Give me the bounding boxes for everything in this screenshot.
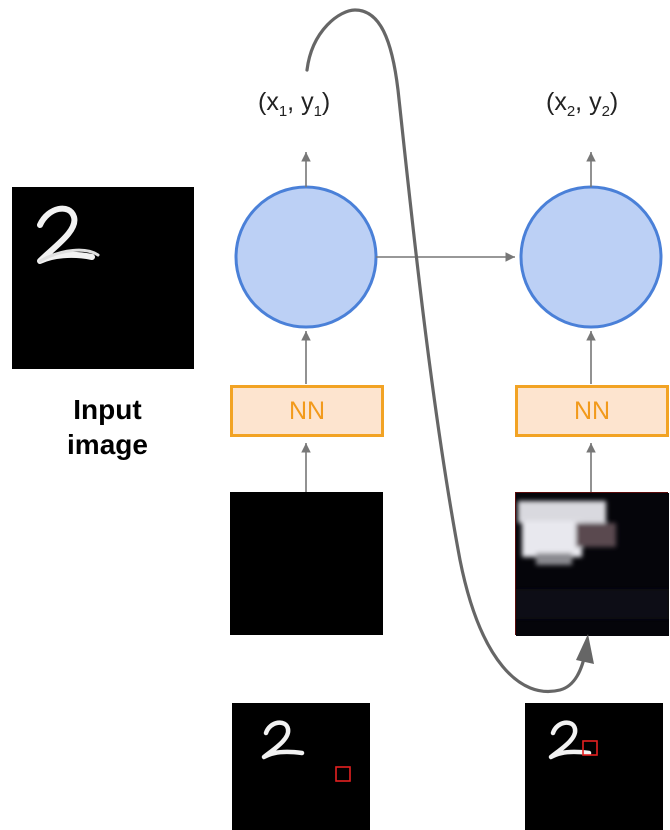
glimpse-fragment-graphic: [516, 493, 669, 636]
glimpse-location-box-1: [335, 766, 351, 782]
input-label-line1: Input: [73, 394, 142, 425]
glimpse-location-box-2: [582, 740, 598, 756]
input-label-line2: image: [67, 429, 148, 460]
rnn-state-circle-step-2: [519, 185, 663, 329]
coord-label-step-2: (x2, y2): [546, 88, 619, 120]
digit-two-small-2: [548, 720, 592, 760]
location-image-step-1: [232, 703, 370, 830]
input-image-label: Input image: [20, 392, 195, 462]
glimpse-image-step-1: [230, 492, 383, 635]
coord-label-step-1: (x1, y1): [258, 88, 331, 120]
nn-box-step-2: NN: [515, 385, 669, 437]
location-image-step-2: [525, 703, 663, 830]
digit-two-small-1: [261, 720, 305, 760]
glimpse-image-step-2: [515, 492, 669, 636]
location-feedback-arrowhead: [576, 634, 594, 664]
rnn-state-circle-step-1: [234, 185, 378, 329]
nn-label-step-2: NN: [573, 396, 611, 425]
location-feedback-curve: [305, 8, 588, 693]
nn-box-step-1: NN: [230, 385, 384, 437]
nn-label-step-1: NN: [288, 396, 326, 425]
digit-two-glyph: [37, 205, 100, 264]
input-image: [12, 187, 194, 369]
